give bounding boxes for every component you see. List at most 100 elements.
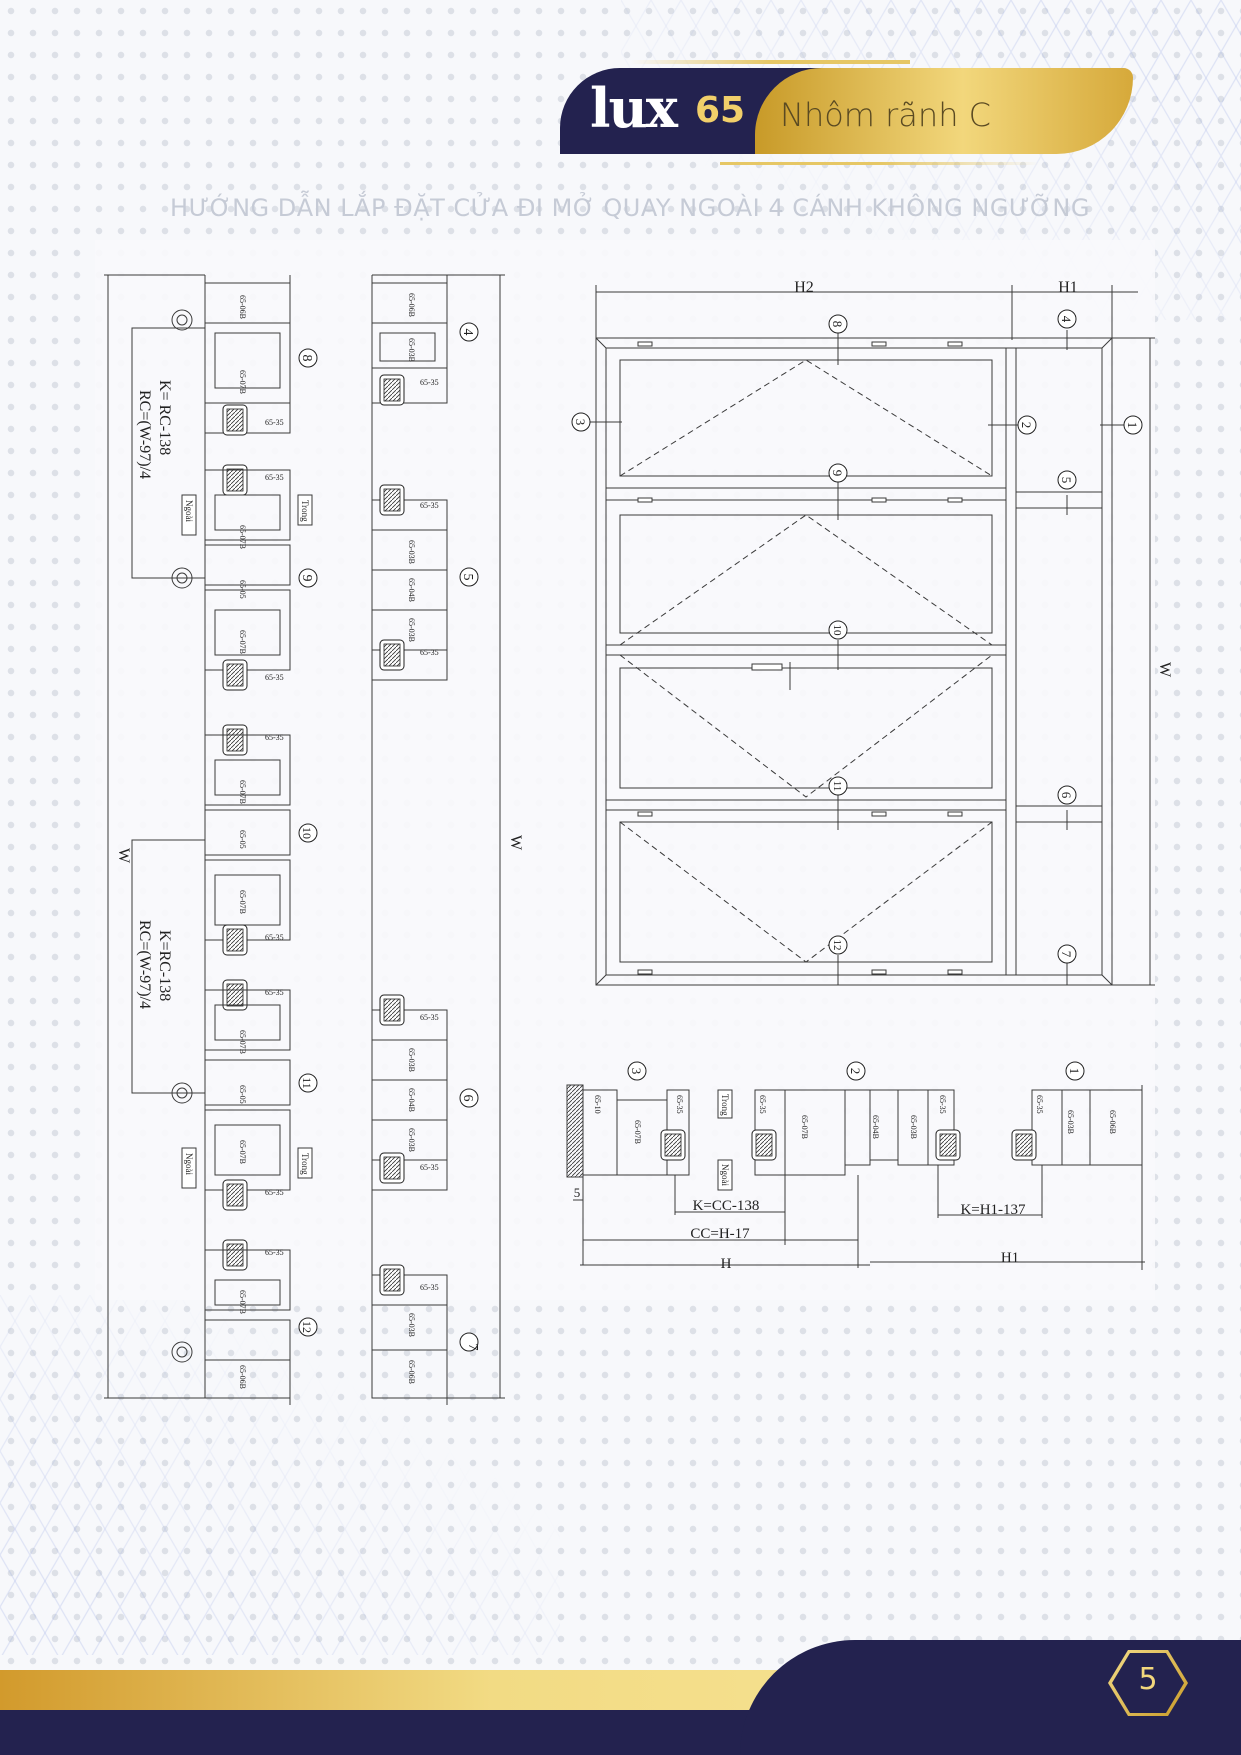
svg-text:8: 8	[299, 355, 314, 362]
plan-profile-label: 65-04B	[871, 1115, 880, 1139]
plan-inside-label: Trong	[720, 1094, 730, 1116]
left-formula-k2: K=RC-138	[156, 930, 173, 1001]
plan-profile-label: 65-06B	[1108, 1110, 1117, 1134]
background-triangle-pattern-bottom	[0, 1295, 560, 1655]
callout-7: 7	[459, 1332, 480, 1352]
callout-8: 8	[828, 314, 848, 334]
callout-9: 9	[828, 463, 848, 483]
elevation-dim-w: W	[1156, 662, 1173, 678]
svg-text:2: 2	[1019, 422, 1034, 429]
plan-dim-k1: K=CC-138	[693, 1198, 760, 1214]
svg-text:9: 9	[830, 470, 845, 477]
callout-9: 9	[298, 568, 318, 588]
plan-profile-label: 65-35	[675, 1095, 684, 1114]
plan-profile-label: 65-03B	[909, 1115, 918, 1139]
callout-2: 2	[846, 1061, 866, 1081]
mid-dim-w-label: W	[507, 835, 524, 851]
page-number: 5	[1138, 1662, 1158, 1697]
mid-profile-label: 65-04B	[407, 1088, 416, 1112]
page-title: HƯỚNG DẪN LẮP ĐẶT CỬA ĐI MỞ QUAY NGOÀI 4…	[170, 194, 1090, 222]
elevation-callouts: 1 2 3 4 5 6 7 8 9 10 11 12	[571, 309, 1143, 964]
profile-stack-12	[204, 1249, 291, 1405]
svg-text:11: 11	[300, 1077, 314, 1089]
mid-profile-label: 65-03B	[407, 540, 416, 564]
profile-stack-9	[204, 469, 291, 671]
mid-profile-label: 65-06B	[407, 1360, 416, 1384]
elevation-dim-h1: H1	[1058, 279, 1078, 296]
logo-accent-line-bottom	[720, 162, 1040, 165]
left-profile-label: 65-35	[265, 988, 284, 997]
left-profile-label: 65-07B	[238, 630, 247, 654]
plan-dim-h1: H1	[1001, 1250, 1019, 1266]
svg-text:10: 10	[831, 625, 843, 637]
left-profile-label: 65-05	[238, 1085, 247, 1104]
left-formula-rc: RC=(W-97)/4	[136, 390, 153, 479]
svg-text:3: 3	[629, 1068, 644, 1075]
callout-5: 5	[459, 567, 479, 587]
brand-subtitle: Nhôm rãnh C	[780, 96, 991, 134]
left-profile-label: 65-35	[265, 933, 284, 942]
svg-text:5: 5	[1059, 477, 1074, 484]
mid-profile-label: 65-03B	[407, 338, 416, 362]
left-outside-label-2: Ngoài	[184, 1153, 194, 1175]
elevation-dim-h2: H2	[794, 279, 814, 296]
plan-profile-label: 65-07B	[633, 1120, 642, 1144]
left-profile-label: 65-06B	[238, 295, 247, 319]
plan-dim-cc: CC=H-17	[690, 1226, 750, 1242]
brand-series: 65	[695, 90, 746, 131]
plan-profile-label: 65-10	[593, 1095, 602, 1114]
left-profile-label: 65-07B	[238, 780, 247, 804]
left-profile-label: 65-07B	[238, 890, 247, 914]
left-profile-label: 65-07B	[238, 1140, 247, 1164]
left-profile-label: 65-35	[265, 673, 284, 682]
callout-11: 11	[298, 1073, 318, 1093]
callout-2: 2	[1017, 415, 1037, 435]
left-profile-label: 65-05	[238, 580, 247, 599]
plan-dim-h: H	[721, 1256, 732, 1272]
plan-profile-label: 65-35	[938, 1095, 947, 1114]
mid-profile-label: 65-35	[420, 648, 439, 657]
profile-stack-top	[204, 275, 291, 434]
left-profile-label: 65-35	[265, 473, 284, 482]
profile-stack-10	[204, 734, 291, 941]
plan-callouts: 3 2 1	[627, 1061, 1085, 1081]
callout-3: 3	[571, 412, 591, 432]
callout-1: 1	[1123, 415, 1143, 435]
left-formula-rc2: RC=(W-97)/4	[136, 920, 153, 1009]
mid-profile-label: 65-35	[420, 1163, 439, 1172]
left-dim-w-label: W	[115, 848, 132, 864]
svg-text:5: 5	[460, 574, 475, 581]
callout-6: 6	[459, 1088, 479, 1108]
callout-10: 10	[298, 823, 318, 843]
plan-profile-label: 65-35	[758, 1095, 767, 1114]
left-vertical-section	[104, 274, 313, 1405]
mid-profile-label: 65-03B	[407, 1048, 416, 1072]
callout-4: 4	[1057, 309, 1077, 329]
left-profile-label: 65-05	[238, 830, 247, 849]
mid-profile-label: 65-03B	[407, 1313, 416, 1337]
svg-text:2: 2	[848, 1068, 863, 1075]
left-profile-label: 65-07B	[238, 525, 247, 549]
drawing-panel	[95, 240, 1155, 1300]
middle-vertical-section	[371, 274, 505, 1405]
svg-text:8: 8	[830, 321, 845, 328]
left-profile-label: 65-07B	[238, 1290, 247, 1314]
svg-text:3: 3	[573, 419, 588, 426]
left-profile-label: 65-35	[265, 1248, 284, 1257]
svg-text:1: 1	[1125, 422, 1140, 429]
svg-text:6: 6	[1059, 792, 1074, 799]
page-number-badge-inner	[1112, 1653, 1184, 1713]
left-profile-label: 65-35	[265, 1188, 284, 1197]
footer-gold-band	[0, 1670, 820, 1710]
brand-name: lux	[590, 76, 678, 140]
callout-3: 3	[627, 1061, 647, 1081]
callout-5: 5	[1057, 470, 1077, 490]
callout-1: 1	[1065, 1061, 1085, 1081]
mid-profile-label: 65-03B	[407, 618, 416, 642]
callout-12: 12	[828, 935, 848, 955]
left-callouts: 8 9 10 11 12	[298, 348, 318, 1337]
left-profile-label: 65-35	[265, 418, 284, 427]
logo-gold-shape	[755, 68, 1133, 154]
plan-dim-k2: K=H1-137	[960, 1202, 1026, 1218]
mid-profile-label: 65-03B	[407, 1128, 416, 1152]
